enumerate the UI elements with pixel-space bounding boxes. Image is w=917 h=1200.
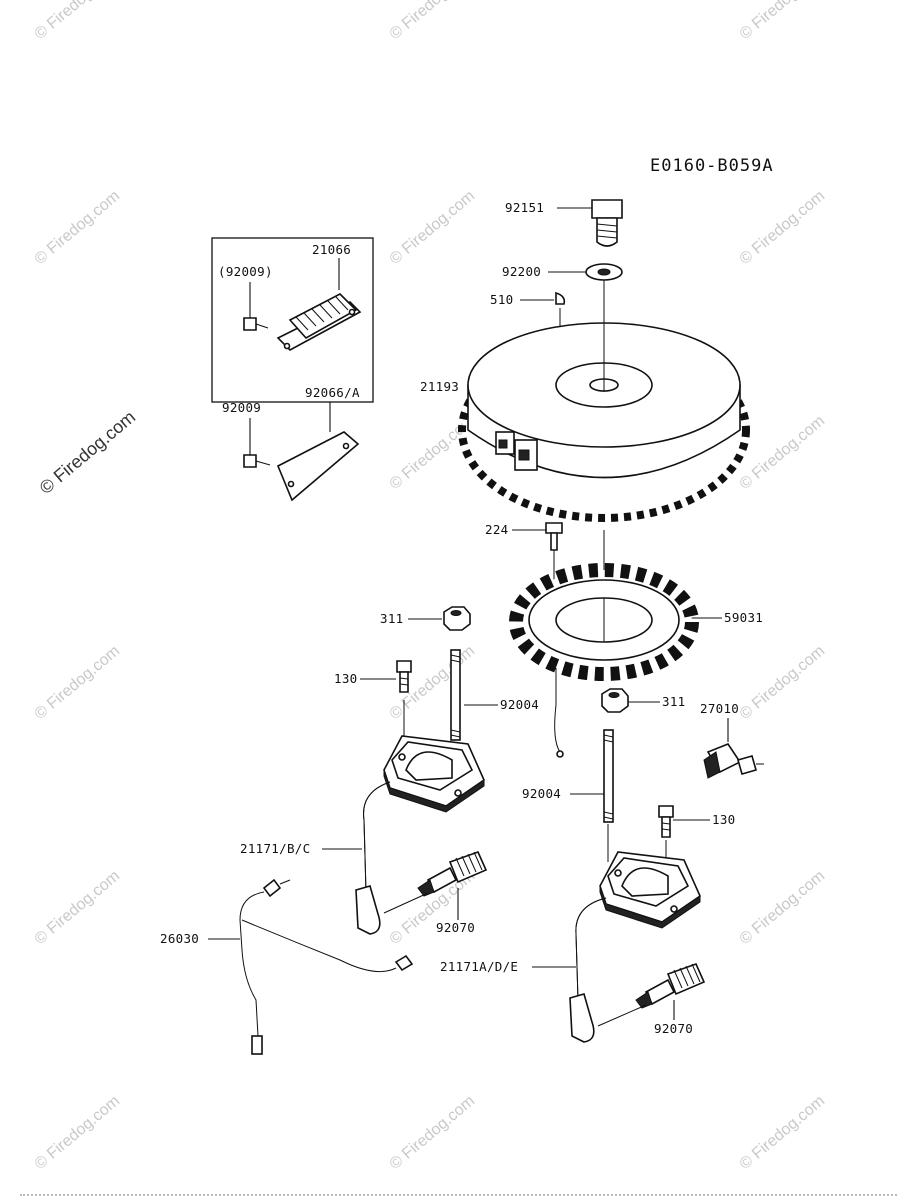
regulator-detail-box [211,237,374,403]
screw-224 [545,522,563,551]
watermark: © Firedog.com [32,187,123,268]
ignition-coil-21171ADE [569,851,702,1043]
nut-311-right [601,688,629,713]
stator-59031 [509,563,699,681]
page-bottom-rule [20,1194,897,1196]
watermark: © Firedog.com [387,0,478,43]
watermark: © Firedog.com [387,187,478,268]
spark-plug-92070-left [417,850,488,897]
label-92151: 92151 [505,200,544,215]
watermark: © Firedog.com [32,1092,123,1173]
watermark: © Firedog.com [737,187,828,268]
label-92004-left: 92004 [500,697,539,712]
key-510 [555,291,566,305]
bolt-130-right [658,805,674,838]
watermark: © Firedog.com [32,867,123,948]
label-92066A: 92066/A [305,385,360,400]
label-311-right: 311 [662,694,685,709]
label-21193: 21193 [420,379,459,394]
stud-92004-left [450,649,461,741]
screw-92009-boxed [243,317,269,331]
watermark: © Firedog.com [737,0,828,43]
label-311-left: 311 [380,611,403,626]
label-59031: 59031 [724,610,763,625]
label-92009: 92009 [222,400,261,415]
diagram-code: E0160-B059A [650,156,774,176]
plate-92066A [276,431,360,502]
ignition-coil-21171BC [355,735,486,935]
watermark: © Firedog.com [32,0,123,43]
label-92009-paren: (92009) [218,264,273,279]
stud-92004-right [603,729,614,823]
washer-92200 [585,263,623,281]
label-224: 224 [485,522,508,537]
label-21171BC: 21171/B/C [240,841,310,856]
wire-harness-26030 [239,878,414,1055]
label-130-right: 130 [712,812,735,827]
label-21171ADE: 21171A/D/E [440,959,518,974]
label-130-left: 130 [334,671,357,686]
label-21066: 21066 [312,242,351,257]
label-92004-right: 92004 [522,786,561,801]
screw-92009 [243,454,271,468]
watermark: © Firedog.com [737,867,828,948]
watermark: © Firedog.com [737,1092,828,1173]
bolt-92151 [591,199,623,247]
label-26030: 26030 [160,931,199,946]
label-92200: 92200 [502,264,541,279]
stator-wire [554,668,561,753]
label-27010: 27010 [700,701,739,716]
watermark: © Firedog.com [737,412,828,493]
switch-27010 [703,743,764,779]
label-510: 510 [490,292,513,307]
watermark: © Firedog.com [387,1092,478,1173]
label-92070-right: 92070 [654,1021,693,1036]
regulator-21066 [276,293,362,351]
watermark: © Firedog.com [32,642,123,723]
side-watermark: © Firedog.com [36,407,139,498]
spark-plug-92070-right [635,962,706,1009]
watermark: © Firedog.com [737,642,828,723]
label-92070-left: 92070 [436,920,475,935]
nut-311-left [443,606,471,631]
bolt-130-left [396,660,412,693]
